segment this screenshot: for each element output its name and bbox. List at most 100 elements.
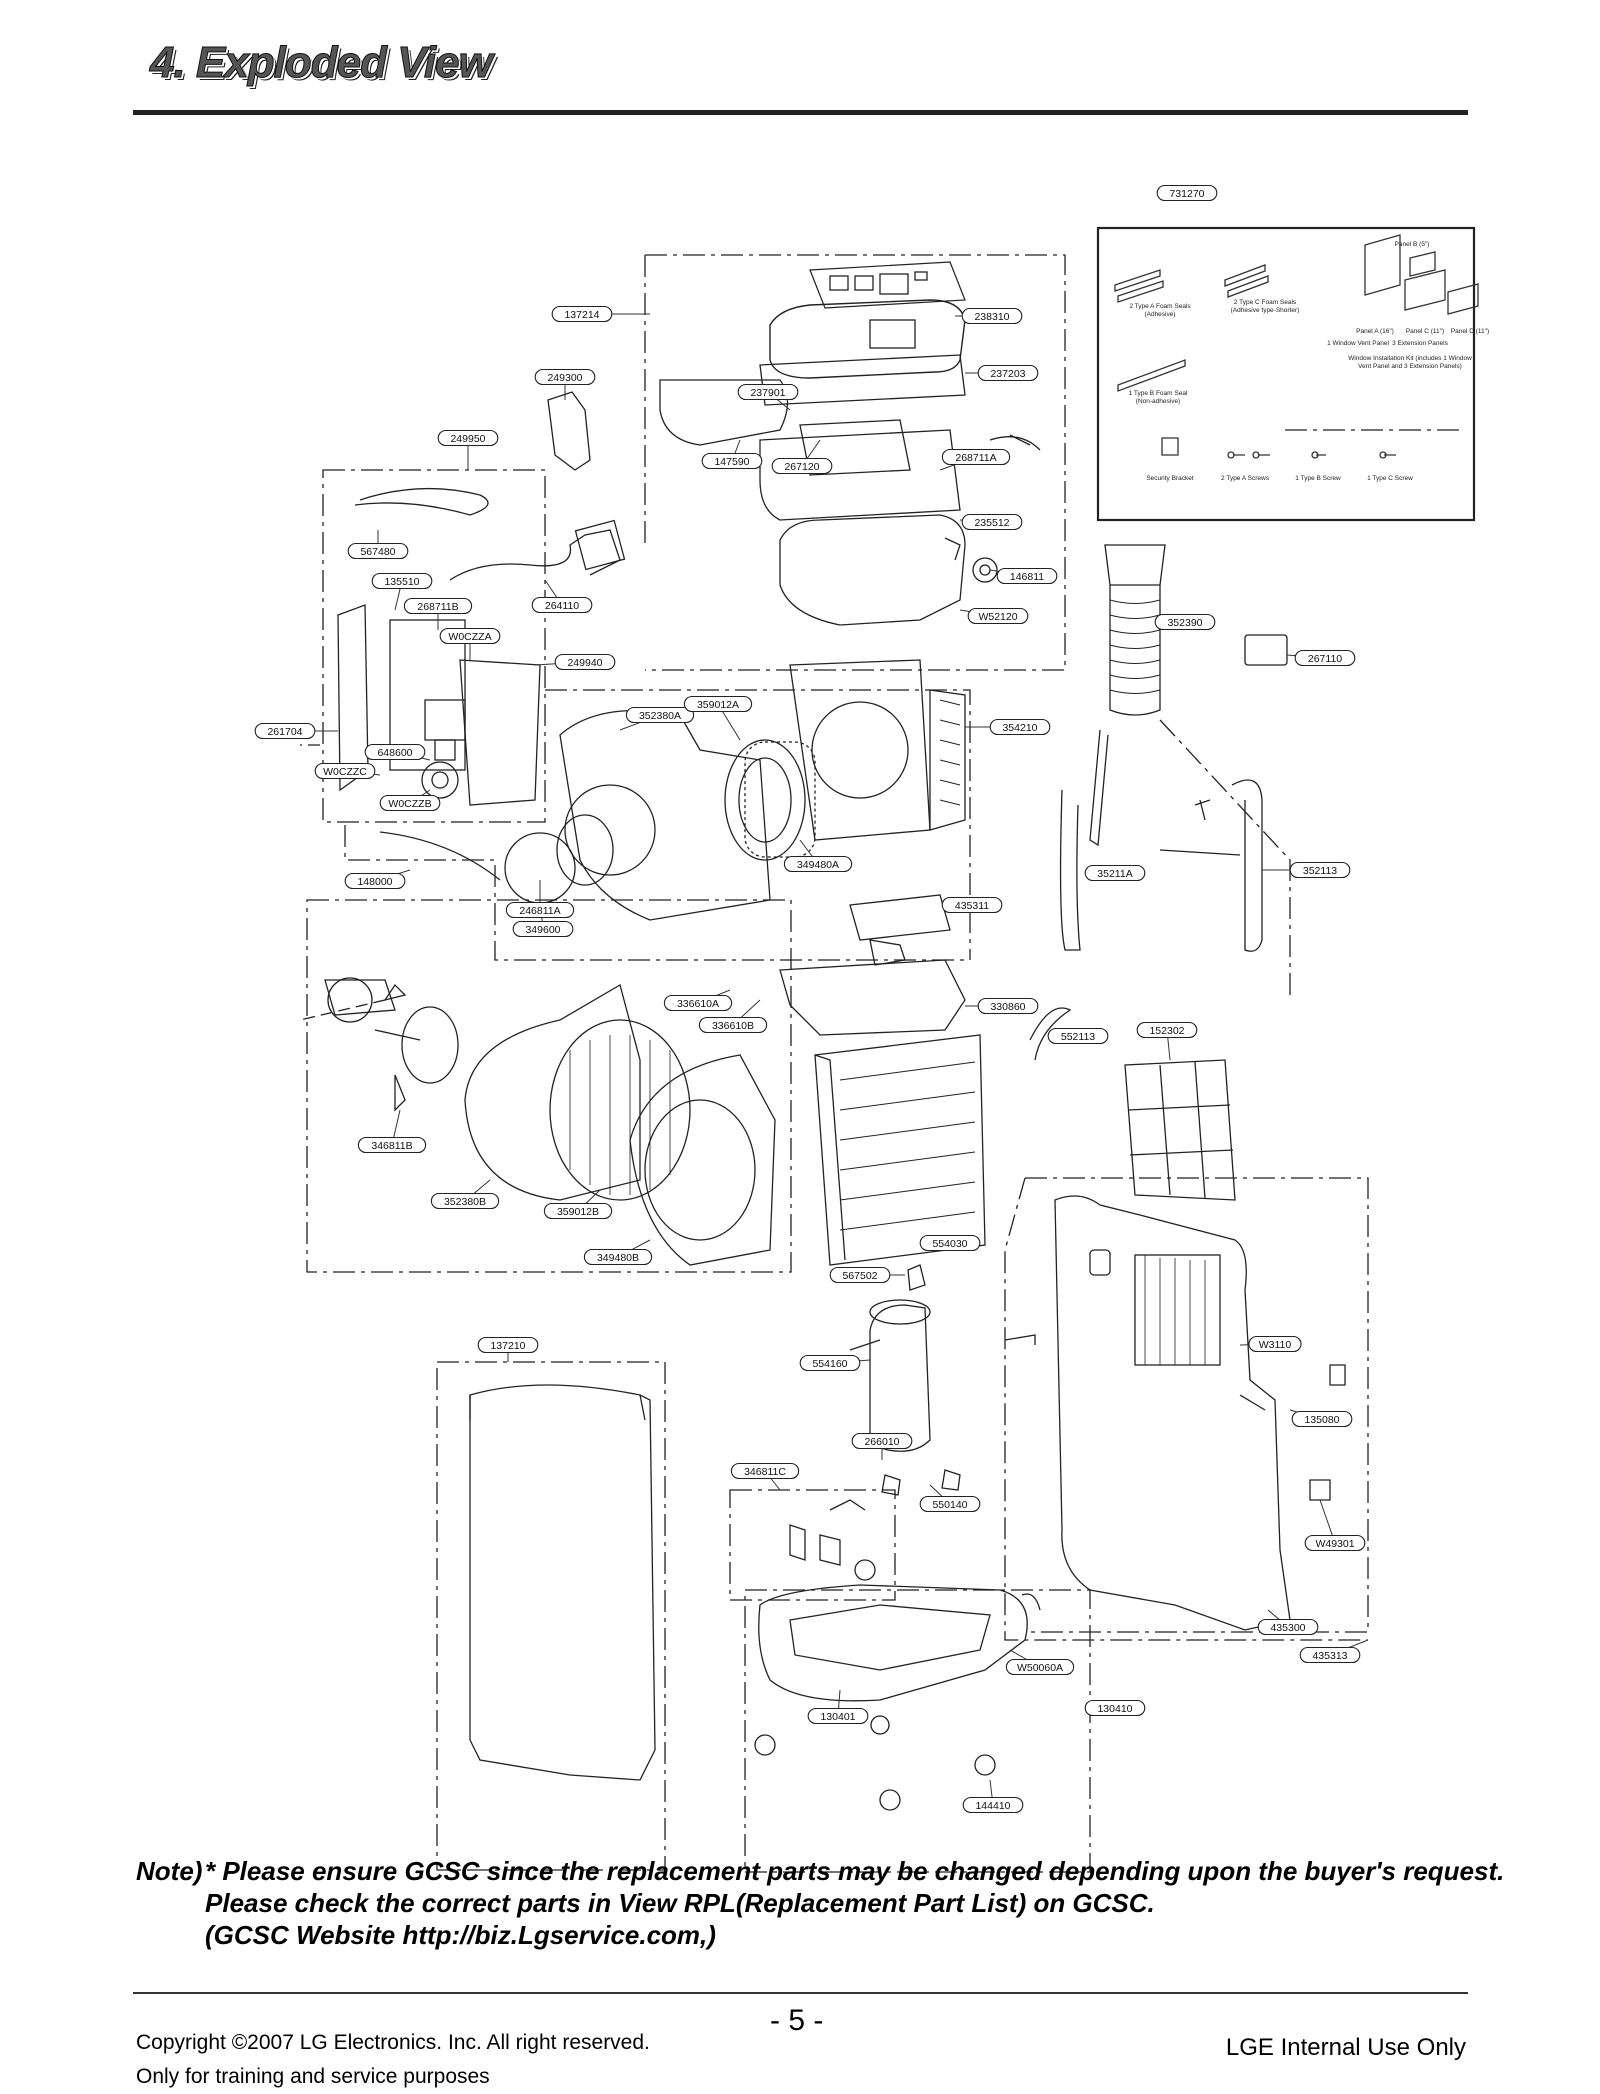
part-label-pill	[371, 572, 433, 590]
part-label-pill	[554, 653, 616, 671]
part-label-pill	[477, 1336, 539, 1354]
part-number: 352380A	[639, 710, 681, 722]
part-label-pill	[1291, 1410, 1353, 1428]
part-label-pill	[314, 762, 376, 780]
part-number: W3110	[1259, 1339, 1292, 1351]
part-label-266010: 266010	[851, 1432, 913, 1450]
part-label-pill	[851, 1432, 913, 1450]
part-label-147590: 147590	[701, 452, 763, 470]
part-label-268711B: 268711B	[403, 597, 473, 615]
part-label-349600: 349600	[512, 920, 574, 938]
part-number: 731270	[1169, 188, 1204, 200]
part-number: 147590	[714, 456, 749, 468]
part-number: 266010	[864, 1436, 899, 1448]
note-line-3: (GCSC Website http://biz.Lgservice.com,)	[205, 1920, 716, 1950]
part-label-W49301: W49301	[1304, 1534, 1366, 1552]
part-number: W0CZZC	[323, 766, 367, 778]
part-label-152302: 152302	[1136, 1021, 1198, 1039]
power-cord	[449, 529, 621, 581]
kit-caption-foam-a: 2 Type A Foam Seals(Adhesive)	[1129, 303, 1191, 318]
part-label-pill	[961, 307, 1023, 325]
part-number: 352113	[1303, 865, 1337, 877]
page-title: 4. Exploded View	[150, 38, 494, 88]
part-label-pill	[403, 597, 473, 615]
part-number: 152302	[1149, 1025, 1184, 1037]
part-number: 267110	[1308, 653, 1342, 665]
kit-caption-screw-b: 1 Type B Screw	[1295, 475, 1341, 482]
part-label-pill	[941, 448, 1011, 466]
part-number: 552113	[1061, 1031, 1095, 1043]
part-number: W0CZZA	[448, 631, 491, 643]
kit-caption-line: (Adhesive type-Shorter)	[1231, 307, 1300, 314]
part-label-pill	[807, 1707, 869, 1725]
kit-caption-foam-c: 2 Type C Foam Seals(Adhesive type-Shorte…	[1231, 299, 1300, 314]
part-number: 137214	[564, 309, 599, 321]
part-label-567502: 567502	[829, 1266, 891, 1284]
part-number: 146811	[1010, 571, 1044, 583]
exhaust-hose	[1104, 544, 1166, 716]
part-number: 330860	[990, 1001, 1025, 1013]
part-number: 249940	[567, 657, 602, 669]
part-label-pill	[583, 1248, 653, 1266]
part-number: 137210	[490, 1340, 525, 1352]
part-label-146811: 146811	[996, 567, 1058, 585]
part-number: 267120	[784, 461, 819, 473]
evaporator-554030	[814, 1034, 986, 1266]
part-number: 130401	[820, 1711, 855, 1723]
part-label-130410: 130410	[1084, 1699, 1146, 1717]
part-label-354210: 354210	[989, 718, 1051, 736]
part-label-pill	[919, 1495, 981, 1513]
kit-caption-line: Security Bracket	[1146, 475, 1194, 482]
panel-b	[1409, 251, 1436, 277]
group-box-cabinet	[1025, 1177, 1369, 1633]
part-label-pill	[698, 1016, 768, 1034]
kit-caption-panel-b: Panel B (5")	[1395, 241, 1430, 248]
part-number: 235512	[974, 517, 1009, 529]
kit-caption-line: 2 Type A Screws	[1221, 475, 1270, 482]
part-label-pill	[701, 452, 763, 470]
part-label-pill	[543, 1202, 613, 1220]
part-label-pill	[1154, 613, 1216, 631]
group-box-drain	[729, 1489, 896, 1601]
kit-caption-bracket: Security Bracket	[1146, 475, 1194, 482]
foam-seal-a	[1114, 269, 1164, 303]
part-label-pill	[737, 383, 799, 401]
part-label-731270: 731270	[1156, 184, 1218, 202]
part-label-359012A: 359012A	[683, 695, 753, 713]
part-label-237901: 237901	[737, 383, 799, 401]
part-label-135510: 135510	[371, 572, 433, 590]
part-label-352390: 352390	[1154, 613, 1216, 631]
part-number: 249300	[547, 372, 582, 384]
part-label-435313: 435313	[1299, 1646, 1361, 1664]
title-rule	[133, 110, 1468, 115]
part-number: 359012A	[697, 699, 739, 711]
part-label-130401: 130401	[807, 1707, 869, 1725]
kit-caption-kit-desc: Window Installation Kit (includes 1 Wind…	[1348, 355, 1472, 370]
part-label-249950: 249950	[437, 429, 499, 447]
part-number: 550140	[932, 1499, 967, 1511]
part-label-pill	[357, 1136, 427, 1154]
kit-caption-ext-panels: 3 Extension Panels	[1392, 340, 1448, 347]
part-label-pill	[254, 722, 316, 740]
part-label-249300: 249300	[534, 368, 596, 386]
part-label-235512: 235512	[961, 513, 1023, 531]
part-number: 268711B	[417, 601, 458, 613]
kit-caption-line: Panel B (5")	[1395, 241, 1430, 248]
part-label-268711A: 268711A	[941, 448, 1011, 466]
drain-pan-330860	[779, 959, 966, 1036]
kit-caption-panel-c: Panel C (11")	[1406, 328, 1444, 335]
part-number: 130410	[1097, 1703, 1132, 1715]
part-label-237203: 237203	[977, 364, 1039, 382]
part-label-435311: 435311	[941, 896, 1003, 914]
part-number: 261704	[267, 726, 302, 738]
part-label-261704: 261704	[254, 722, 316, 740]
kit-caption-screw-c: 1 Type C Screw	[1367, 475, 1413, 482]
part-label-267120: 267120	[771, 457, 833, 475]
part-label-pill	[505, 901, 575, 919]
part-number: 352380B	[444, 1196, 486, 1208]
part-label-pill	[439, 627, 501, 645]
kit-caption-panel-a: Panel A (16")	[1356, 328, 1394, 335]
part-label-pill	[344, 872, 406, 890]
part-label-336610B: 336610B	[698, 1016, 768, 1034]
part-label-W0CZZA: W0CZZA	[439, 627, 501, 645]
